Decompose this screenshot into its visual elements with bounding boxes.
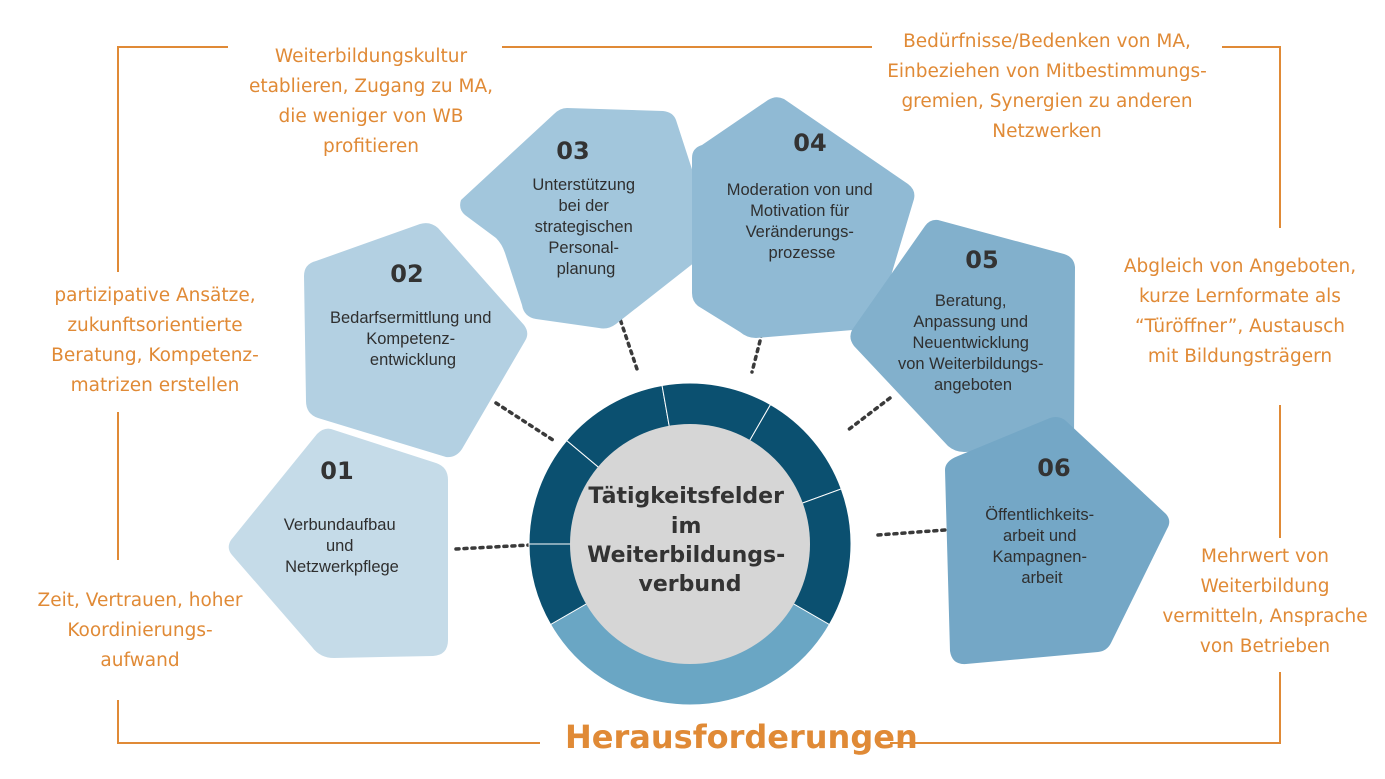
- connector-06: [876, 528, 947, 537]
- connector-01: [454, 543, 532, 551]
- challenge-line: mit Bildungsträgern: [1147, 346, 1333, 367]
- field-label: Unterstützung bei der strategischen Pers…: [532, 176, 639, 278]
- frame-top-right: [1222, 46, 1281, 228]
- challenge-line: Bedürfnisse/Bedenken von MA,: [903, 31, 1191, 52]
- challenge-line: kurze Lernformate als: [1139, 286, 1341, 307]
- challenge-line: die weniger von WB: [278, 106, 464, 127]
- challenges-heading: Herausforderungen: [565, 718, 918, 756]
- frame-bottom-right: [890, 672, 1281, 744]
- frame-top-left: [117, 46, 228, 272]
- center-title-line: im: [671, 514, 701, 539]
- challenge-line: von Betrieben: [1199, 636, 1331, 657]
- field-04: 04 Moderation von und Motivation für Ver…: [727, 129, 877, 262]
- field-number: 03: [556, 137, 589, 165]
- field-05-shape: [850, 219, 1075, 452]
- challenge-line: matrizen erstellen: [70, 375, 240, 396]
- field-label: Beratung, Anpassung und Neuentwicklung v…: [898, 292, 1048, 394]
- field-01: 01 Verbundaufbau und Netzwerkpflege: [284, 457, 401, 576]
- field-number: 04: [793, 129, 826, 157]
- field-number: 06: [1037, 454, 1070, 482]
- field-02: 02 Bedarfsermittlung und Kompetenz- entw…: [330, 260, 496, 369]
- challenge-line: Abgleich von Angeboten,: [1123, 256, 1357, 277]
- challenges-frame: [117, 46, 1281, 744]
- connector-02: [494, 401, 558, 444]
- field-label: Moderation von und Motivation für Veränd…: [727, 181, 877, 262]
- field-04-shape: [692, 97, 915, 338]
- field-02-shape: [304, 223, 528, 458]
- connector-05: [846, 396, 892, 432]
- challenge-line: aufwand: [100, 650, 180, 671]
- field-number: 01: [320, 457, 353, 485]
- challenge-06: Mehrwert von Weiterbildung vermitteln, A…: [1150, 542, 1380, 662]
- challenge-line: “Türöffner”, Austausch: [1134, 316, 1346, 337]
- challenge-line: profitieren: [323, 136, 419, 157]
- challenge-02: partizipative Ansätze, zukunftsorientier…: [30, 281, 280, 401]
- center-title: Tätigkeitsfelder im Weiterbildungs- verb…: [587, 484, 793, 597]
- field-06-shape: [945, 417, 1170, 665]
- challenge-line: Beratung, Kompetenz-: [51, 345, 259, 366]
- challenge-line: gremien, Synergien zu anderen: [901, 91, 1193, 112]
- challenge-line: Weiterbildung: [1200, 576, 1330, 597]
- challenge-01: Zeit, Vertrauen, hoher Koordinierungs- a…: [15, 586, 265, 676]
- field-01-shape: [228, 428, 448, 658]
- challenge-line: Koordinierungs-: [67, 620, 213, 641]
- field-label: Verbundaufbau und Netzwerkpflege: [284, 516, 401, 576]
- challenge-05: Abgleich von Angeboten, kurze Lernformat…: [1100, 252, 1380, 372]
- center-title-line: Weiterbildungs-: [587, 543, 785, 568]
- field-05: 05 Beratung, Anpassung und Neuentwicklun…: [898, 246, 1048, 394]
- challenge-03: Weiterbildungskultur etablieren, Zugang …: [236, 42, 506, 162]
- field-number: 05: [965, 246, 998, 274]
- challenge-line: Netzwerken: [992, 121, 1102, 142]
- center-circle: [570, 424, 810, 664]
- challenge-04: Bedürfnisse/Bedenken von MA, Einbeziehen…: [862, 27, 1232, 147]
- field-03: 03 Unterstützung bei der strategischen P…: [532, 137, 639, 278]
- challenge-line: Einbeziehen von Mitbestimmungs-: [887, 61, 1207, 82]
- challenge-line: Zeit, Vertrauen, hoher: [37, 590, 243, 611]
- challenge-line: Mehrwert von: [1201, 546, 1329, 567]
- center-title-line: verbund: [639, 572, 742, 597]
- challenge-line: vermitteln, Ansprache: [1162, 606, 1368, 627]
- challenge-line: zukunftsorientierte: [67, 315, 243, 336]
- field-label: Bedarfsermittlung und Kompetenz- entwick…: [330, 309, 496, 369]
- challenge-line: etablieren, Zugang zu MA,: [248, 76, 494, 97]
- field-number: 02: [390, 260, 423, 288]
- field-06: 06 Öffentlichkeits- arbeit und Kampagnen…: [985, 454, 1098, 587]
- frame-bottom-left: [117, 700, 540, 744]
- field-label: Öffentlichkeits- arbeit und Kampagnen- a…: [985, 506, 1098, 587]
- center-title-line: Tätigkeitsfelder: [588, 484, 784, 509]
- challenge-line: partizipative Ansätze,: [54, 285, 256, 306]
- field-03-shape: [460, 108, 714, 329]
- connector-03: [616, 311, 640, 374]
- challenge-line: Weiterbildungskultur: [274, 46, 468, 67]
